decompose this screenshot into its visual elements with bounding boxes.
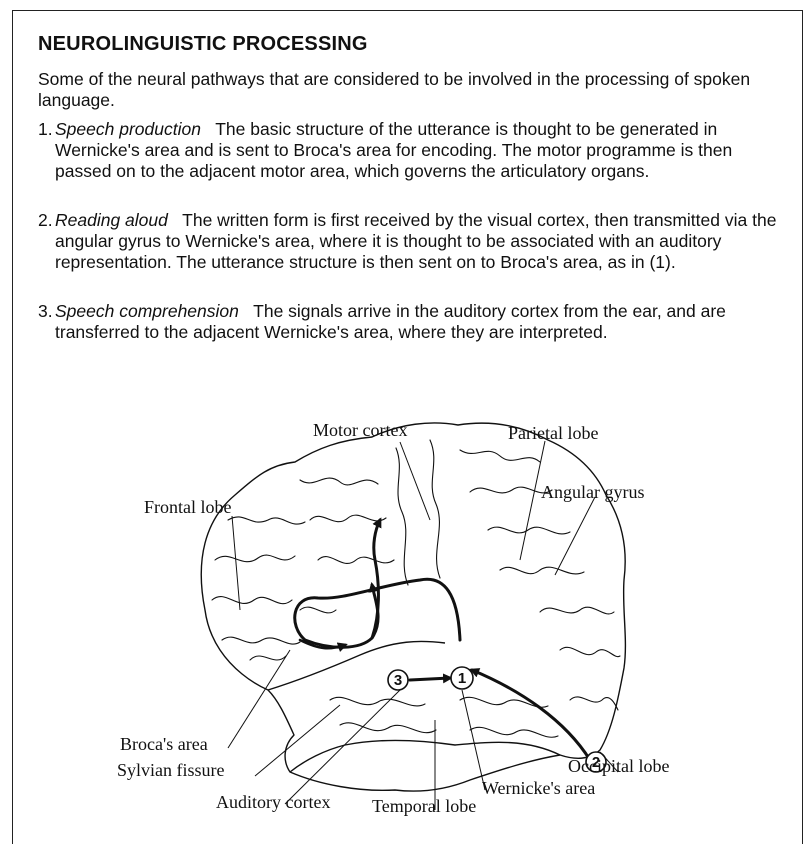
label-auditory-cortex: Auditory cortex <box>216 792 330 812</box>
label-motor-cortex: Motor cortex <box>313 420 407 440</box>
item-title: Reading aloud <box>55 210 168 230</box>
marker-3: 3 <box>388 670 408 690</box>
item-number: 1. <box>38 119 53 140</box>
arrow-auditory-to-wernicke <box>410 678 450 680</box>
label-wernickes-area: Wernicke's area <box>482 778 595 798</box>
page-title: NEUROLINGUISTIC PROCESSING <box>38 33 368 56</box>
label-angular-gyrus: Angular gyrus <box>541 482 644 502</box>
item-title: Speech production <box>55 119 201 139</box>
item-title: Speech comprehension <box>55 301 239 321</box>
svg-text:3: 3 <box>394 672 402 689</box>
svg-text:1: 1 <box>458 670 466 687</box>
label-occipital-lobe: Occipital lobe <box>568 756 669 776</box>
item-number: 3. <box>38 301 53 322</box>
arrow-angular-to-wernicke <box>472 670 590 760</box>
label-brocas-area: Broca's area <box>120 734 208 754</box>
label-sylvian-fissure: Sylvian fissure <box>117 760 225 780</box>
intro-paragraph: Some of the neural pathways that are con… <box>38 69 773 111</box>
item-number: 2. <box>38 210 53 231</box>
marker-1: 1 <box>451 667 473 689</box>
list-item: 2. Reading aloud The written form is fir… <box>38 210 783 273</box>
label-frontal-lobe: Frontal lobe <box>144 497 232 517</box>
brain-diagram: 1 2 3 Motor cortex Parietal lobe Frontal… <box>0 350 806 848</box>
label-parietal-lobe: Parietal lobe <box>508 423 598 443</box>
list-item: 1. Speech production The basic structure… <box>38 119 783 182</box>
label-temporal-lobe: Temporal lobe <box>372 796 476 816</box>
brain-outline <box>201 423 625 791</box>
pathway-arrows <box>295 520 590 760</box>
list-item: 3. Speech comprehension The signals arri… <box>38 301 783 343</box>
